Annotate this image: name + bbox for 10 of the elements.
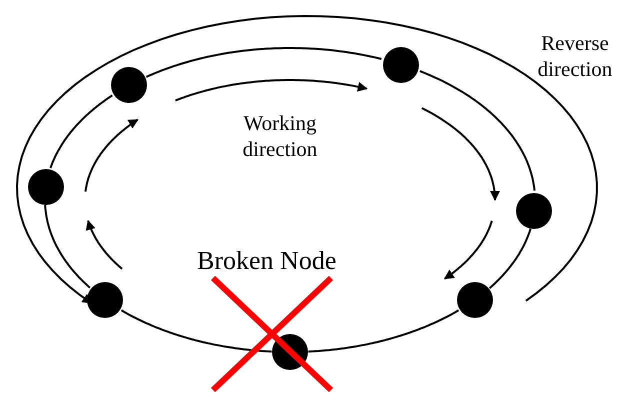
ring-line	[488, 228, 532, 289]
ring-line	[44, 204, 91, 288]
direction-label: Working direction	[242, 110, 318, 162]
ring-line	[146, 47, 382, 78]
node-caption: Broken Node	[197, 246, 336, 276]
ring-line	[420, 70, 536, 191]
ring-line	[50, 94, 113, 168]
direction-label: Reverse direction	[536, 30, 614, 82]
ring-line	[120, 309, 272, 353]
ring-line	[308, 309, 460, 353]
